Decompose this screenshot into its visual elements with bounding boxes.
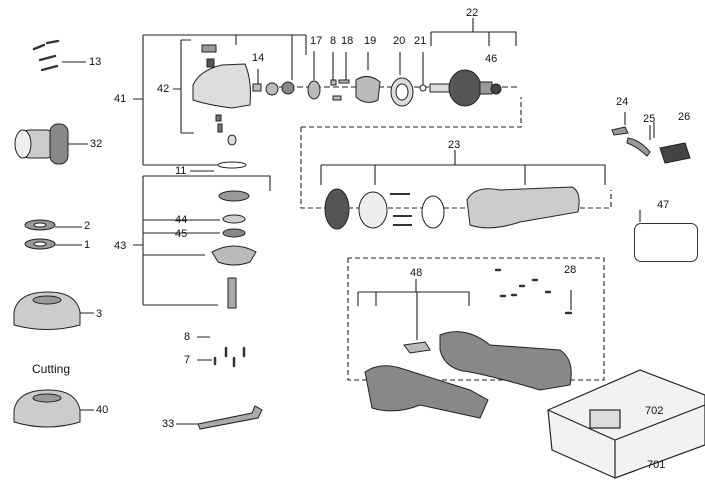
label-24: 24: [616, 96, 629, 108]
label-cutting: Cutting: [32, 362, 71, 376]
label-28: 28: [564, 264, 577, 276]
screws-13: [32, 39, 60, 72]
label-8-lower: 8: [184, 331, 191, 343]
label-23: 23: [448, 139, 461, 151]
switch-parts: [611, 126, 691, 164]
label-44: 44: [175, 214, 188, 226]
spanner-wrench-33: [197, 405, 263, 430]
guard-3: [13, 291, 81, 330]
label-42: 42: [157, 83, 170, 95]
dashed-outline-upper: [300, 97, 612, 209]
label-8-upper: 8: [330, 35, 337, 47]
label-14: 14: [252, 52, 265, 64]
label-701: 701: [647, 459, 666, 471]
label-48: 48: [410, 267, 423, 279]
label-40: 40: [96, 404, 109, 416]
label-20: 20: [393, 35, 406, 47]
label-702: 702: [645, 405, 664, 417]
label-43: 43: [114, 240, 127, 252]
carry-case-701: [547, 369, 705, 479]
label-26: 26: [678, 111, 691, 123]
bracket-48: [357, 279, 470, 340]
label-11: 11: [175, 165, 187, 177]
bracket-42: [173, 39, 194, 134]
label-33: 33: [162, 418, 175, 430]
label-32: 32: [90, 138, 103, 150]
spindle-assembly-43: [211, 134, 257, 309]
label-19: 19: [364, 35, 377, 47]
label-1: 1: [84, 239, 91, 251]
flange-nuts: [24, 219, 56, 250]
screws-7-8: [213, 346, 246, 368]
part-47-label-box: [634, 223, 698, 262]
bracket-43: [133, 175, 271, 306]
gear-housing-42: [192, 44, 251, 133]
screws-28: [494, 268, 573, 315]
label-47: 47: [657, 199, 670, 211]
label-46: 46: [485, 53, 498, 65]
label-3: 3: [96, 308, 103, 320]
motor-housing-23: [324, 186, 580, 230]
motor-shaft-parts: [252, 76, 427, 107]
label-25: 25: [643, 113, 656, 125]
guard-40: [13, 389, 81, 428]
label-7: 7: [184, 354, 191, 366]
armature-22: [429, 69, 502, 107]
label-18: 18: [341, 35, 354, 47]
label-41: 41: [114, 93, 127, 105]
bracket-41: [133, 34, 307, 166]
bracket-23: [320, 150, 606, 185]
label-2: 2: [84, 220, 91, 232]
label-21: 21: [414, 35, 427, 47]
label-45: 45: [175, 228, 188, 240]
dashed-outline-lower: [347, 257, 605, 381]
bracket-22: [430, 18, 517, 46]
housing-halves-48: [364, 331, 572, 419]
label-13: 13: [89, 56, 102, 68]
side-handle-32: [14, 123, 69, 165]
label-17: 17: [310, 35, 323, 47]
label-22: 22: [466, 7, 479, 19]
